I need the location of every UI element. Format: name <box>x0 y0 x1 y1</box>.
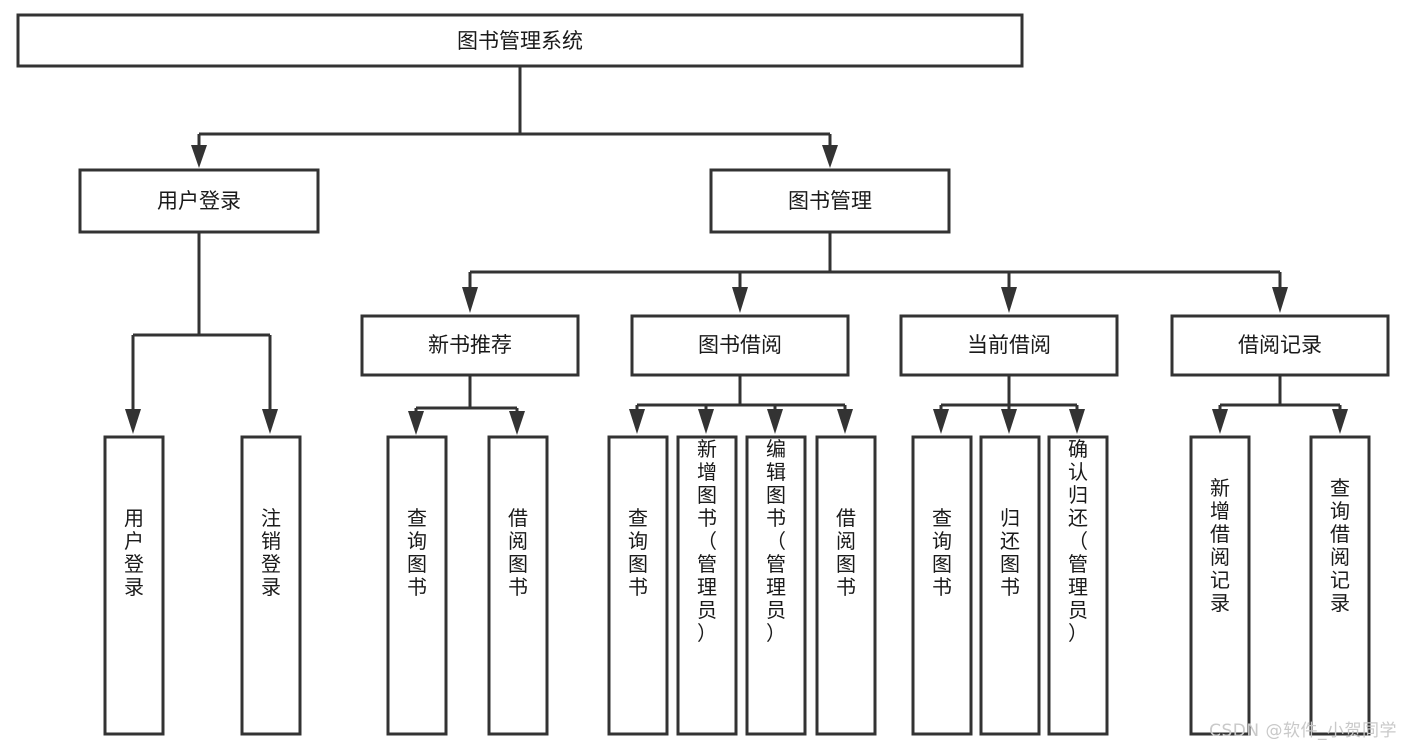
arrow-head-leaf-add-record <box>1212 409 1228 434</box>
node-leaf-edit-book-label: 编辑图书（管理员） <box>766 437 786 645</box>
arrow-head-leaf-user-login <box>125 409 141 434</box>
node-leaf-confirm-return[interactable]: 确认归还（管理员） <box>1047 435 1109 736</box>
node-leaf-user-login[interactable]: 用户登录 <box>103 435 165 736</box>
node-borrow-record-box[interactable] <box>1170 314 1390 377</box>
arrow-head-leaf-query-book-2 <box>629 409 645 434</box>
node-leaf-query-book-1-box[interactable] <box>386 435 448 736</box>
node-leaf-confirm-return-label: 确认归还（管理员） <box>1068 437 1088 645</box>
node-leaf-edit-book-box[interactable] <box>745 435 807 736</box>
arrow-head-leaf-add-book <box>698 409 714 434</box>
node-leaf-borrow-book-1-box[interactable] <box>487 435 549 736</box>
node-leaf-add-book-box[interactable] <box>676 435 738 736</box>
node-leaf-query-book-1[interactable]: 查询图书 <box>386 435 448 736</box>
node-leaf-query-book-2[interactable]: 查询图书 <box>607 435 669 736</box>
node-leaf-borrow-book-2-box[interactable] <box>815 435 877 736</box>
node-book-management-label: 图书管理 <box>788 189 872 213</box>
node-leaf-query-book-2-label: 查询图书 <box>628 506 648 599</box>
node-leaf-query-record-label: 查询借阅记录 <box>1330 476 1350 615</box>
node-leaf-add-record-label: 新增借阅记录 <box>1210 476 1230 615</box>
node-book-borrow-box[interactable] <box>630 314 850 377</box>
node-leaf-return-book-label: 归还图书 <box>1000 506 1020 599</box>
arrow-head-leaf-query-book-1 <box>408 411 424 435</box>
arrow-head-leaf-edit-book <box>767 409 783 434</box>
node-leaf-borrow-book-2[interactable]: 借阅图书 <box>815 435 877 736</box>
arrow-head-borrow-record <box>1272 287 1288 313</box>
node-leaf-query-book-3[interactable]: 查询图书 <box>911 435 973 736</box>
node-current-borrow[interactable]: 当前借阅 <box>899 314 1119 377</box>
node-leaf-query-book-2-box[interactable] <box>607 435 669 736</box>
arrow-head-leaf-query-record <box>1332 409 1348 434</box>
node-leaf-borrow-book-1[interactable]: 借阅图书 <box>487 435 549 736</box>
node-borrow-record[interactable]: 借阅记录 <box>1170 314 1390 377</box>
node-leaf-return-book[interactable]: 归还图书 <box>979 435 1041 736</box>
arrow-head-leaf-logout <box>262 409 278 434</box>
node-root[interactable]: 图书管理系统 <box>16 13 1024 68</box>
arrow-head-leaf-query-book-3 <box>933 409 949 434</box>
node-leaf-add-record-box[interactable] <box>1189 435 1251 736</box>
arrow-head-user-login <box>191 145 207 168</box>
node-current-borrow-label: 当前借阅 <box>967 333 1051 357</box>
arrow-head-leaf-confirm-return <box>1069 409 1085 434</box>
node-current-borrow-box[interactable] <box>899 314 1119 377</box>
node-book-management[interactable]: 图书管理 <box>709 168 951 234</box>
node-root-box[interactable] <box>16 13 1024 68</box>
node-leaf-query-book-3-box[interactable] <box>911 435 973 736</box>
node-leaf-add-book[interactable]: 新增图书（管理员） <box>676 435 738 736</box>
node-leaf-borrow-book-1-label: 借阅图书 <box>508 506 528 599</box>
connector-group-book-management <box>462 232 1288 313</box>
connector-group-user-login <box>125 232 278 434</box>
node-leaf-query-book-3-label: 查询图书 <box>932 506 952 599</box>
node-book-management-box[interactable] <box>709 168 951 234</box>
arrow-head-new-book-recommend <box>462 287 478 313</box>
connector-group-borrow-record <box>1212 375 1348 434</box>
node-leaf-query-record[interactable]: 查询借阅记录 <box>1309 435 1371 736</box>
connector-group-book-borrow <box>629 375 853 434</box>
node-leaf-confirm-return-box[interactable] <box>1047 435 1109 736</box>
node-user-login[interactable]: 用户登录 <box>78 168 320 234</box>
node-root-label: 图书管理系统 <box>457 29 583 53</box>
node-leaf-edit-book[interactable]: 编辑图书（管理员） <box>745 435 807 736</box>
node-leaf-user-login-label: 用户登录 <box>124 506 144 599</box>
node-leaf-query-record-box[interactable] <box>1309 435 1371 736</box>
arrow-head-leaf-borrow-book-1 <box>509 411 525 435</box>
node-leaf-logout-label: 注销登录 <box>261 506 281 599</box>
connector-group-root <box>191 66 838 168</box>
node-user-login-box[interactable] <box>78 168 320 234</box>
node-leaf-user-login-box[interactable] <box>103 435 165 736</box>
node-leaf-logout-box[interactable] <box>240 435 302 736</box>
arrow-head-book-management <box>822 145 838 168</box>
node-borrow-record-label: 借阅记录 <box>1238 333 1322 357</box>
node-leaf-logout[interactable]: 注销登录 <box>240 435 302 736</box>
connector-group-new-book-recommend <box>408 375 525 435</box>
node-new-book-recommend-label: 新书推荐 <box>428 333 512 357</box>
node-book-borrow[interactable]: 图书借阅 <box>630 314 850 377</box>
csdn-watermark: CSDN @软件_小贺同学 <box>1209 721 1397 741</box>
connector-group-current-borrow <box>933 375 1085 434</box>
node-leaf-add-book-label: 新增图书（管理员） <box>697 437 717 645</box>
arrow-head-current-borrow <box>1001 287 1017 313</box>
node-leaf-query-book-1-label: 查询图书 <box>407 506 427 599</box>
node-new-book-recommend-box[interactable] <box>360 314 580 377</box>
node-leaf-return-book-box[interactable] <box>979 435 1041 736</box>
node-leaf-add-record[interactable]: 新增借阅记录 <box>1189 435 1251 736</box>
arrow-head-leaf-return-book <box>1001 409 1017 434</box>
node-leaf-borrow-book-2-label: 借阅图书 <box>836 506 856 599</box>
node-user-login-label: 用户登录 <box>157 189 241 213</box>
node-book-borrow-label: 图书借阅 <box>698 333 782 357</box>
arrow-head-book-borrow <box>732 287 748 313</box>
node-new-book-recommend[interactable]: 新书推荐 <box>360 314 580 377</box>
arrow-head-leaf-borrow-book-2 <box>837 409 853 434</box>
